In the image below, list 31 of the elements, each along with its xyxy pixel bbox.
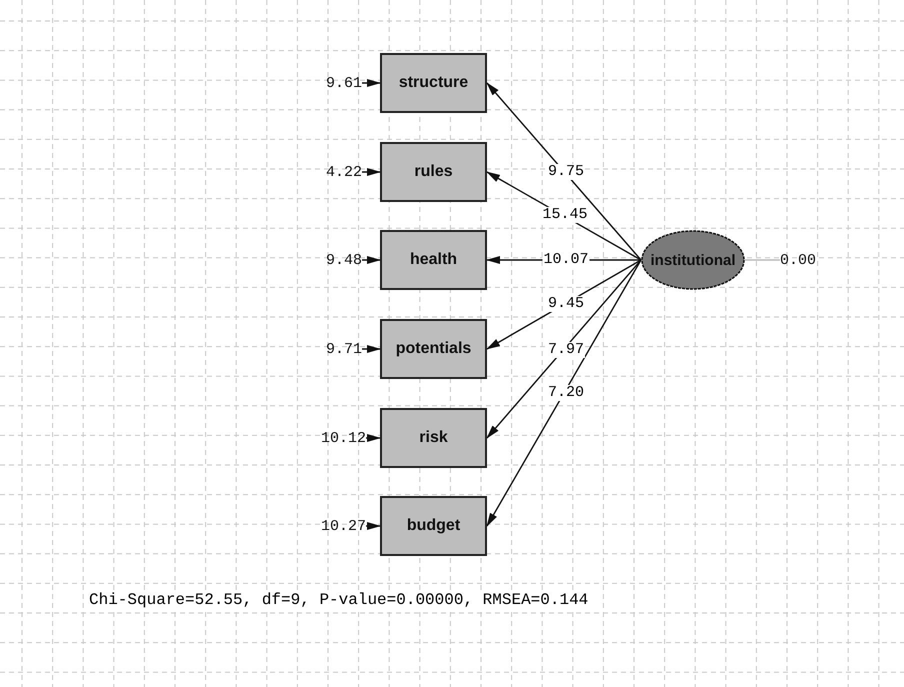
- edge-label: 10.07: [542, 252, 590, 268]
- error-value: 10.27: [320, 517, 366, 535]
- edge-label: 9.45: [547, 296, 585, 312]
- variable-box: risk: [380, 408, 487, 468]
- edge-label: 7.20: [547, 385, 585, 401]
- error-value: 10.12: [320, 429, 366, 447]
- latent-ellipse: institutional: [641, 230, 745, 290]
- error-value: 9.61: [326, 74, 362, 92]
- fit-statistics: Chi-Square=52.55, df=9, P-value=0.00000, RMSEA=0.144: [88, 592, 590, 608]
- error-value: 9.71: [326, 340, 362, 358]
- connector-line: [745, 259, 780, 261]
- error-value: 0.00: [780, 251, 816, 269]
- error-value: 9.48: [326, 251, 362, 269]
- arrow: [366, 434, 381, 442]
- error-value: 4.22: [326, 163, 362, 181]
- arrow: [362, 256, 381, 264]
- variable-box: budget: [380, 496, 487, 556]
- arrow: [362, 168, 381, 176]
- arrow: [366, 522, 381, 530]
- edge-label: 15.45: [542, 207, 588, 223]
- variable-box: structure: [380, 53, 487, 113]
- arrow: [486, 260, 642, 527]
- variable-box: rules: [380, 142, 487, 202]
- variable-box: health: [380, 230, 487, 290]
- edge-label: 7.97: [547, 342, 585, 358]
- arrow: [486, 82, 642, 260]
- arrow: [362, 79, 381, 87]
- edge-label: 9.75: [547, 164, 585, 180]
- arrow: [486, 260, 642, 439]
- variable-box: potentials: [380, 319, 487, 379]
- arrow: [362, 345, 381, 353]
